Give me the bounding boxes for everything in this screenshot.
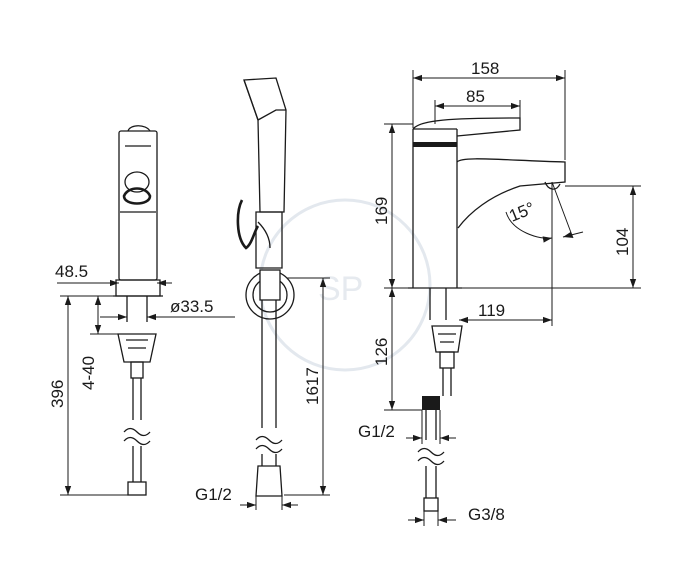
front-height-label: 396: [48, 380, 67, 408]
front-view: [113, 125, 163, 496]
front-range-label: 4-40: [79, 356, 98, 390]
side-view-dimensions: [384, 70, 641, 526]
hose-length-label: 1617: [303, 367, 322, 405]
lever-label: 85: [466, 87, 485, 106]
depth-label: 158: [471, 59, 499, 78]
front-width-label: 48.5: [55, 262, 88, 281]
spout-height-label: 104: [613, 228, 632, 256]
svg-text:SP: SP: [318, 270, 363, 308]
hand-shower-dimensions: [240, 277, 330, 510]
front-diameter-label: ø33.5: [170, 297, 213, 316]
hand-shower-thread-label: G1/2: [195, 485, 232, 504]
inlet-thread-label: G1/2: [358, 422, 395, 441]
hand-shower-view: [236, 77, 295, 497]
spout-reach-label: 119: [478, 301, 505, 320]
angle-label: 15°: [506, 198, 537, 225]
body-height-label: 169: [372, 197, 391, 225]
front-view-dimensions: [57, 283, 235, 496]
hose-thread-label: G3/8: [468, 505, 505, 524]
shank-label: 126: [372, 338, 391, 366]
side-view: [408, 117, 566, 512]
watermark-logo: SP: [258, 198, 432, 372]
